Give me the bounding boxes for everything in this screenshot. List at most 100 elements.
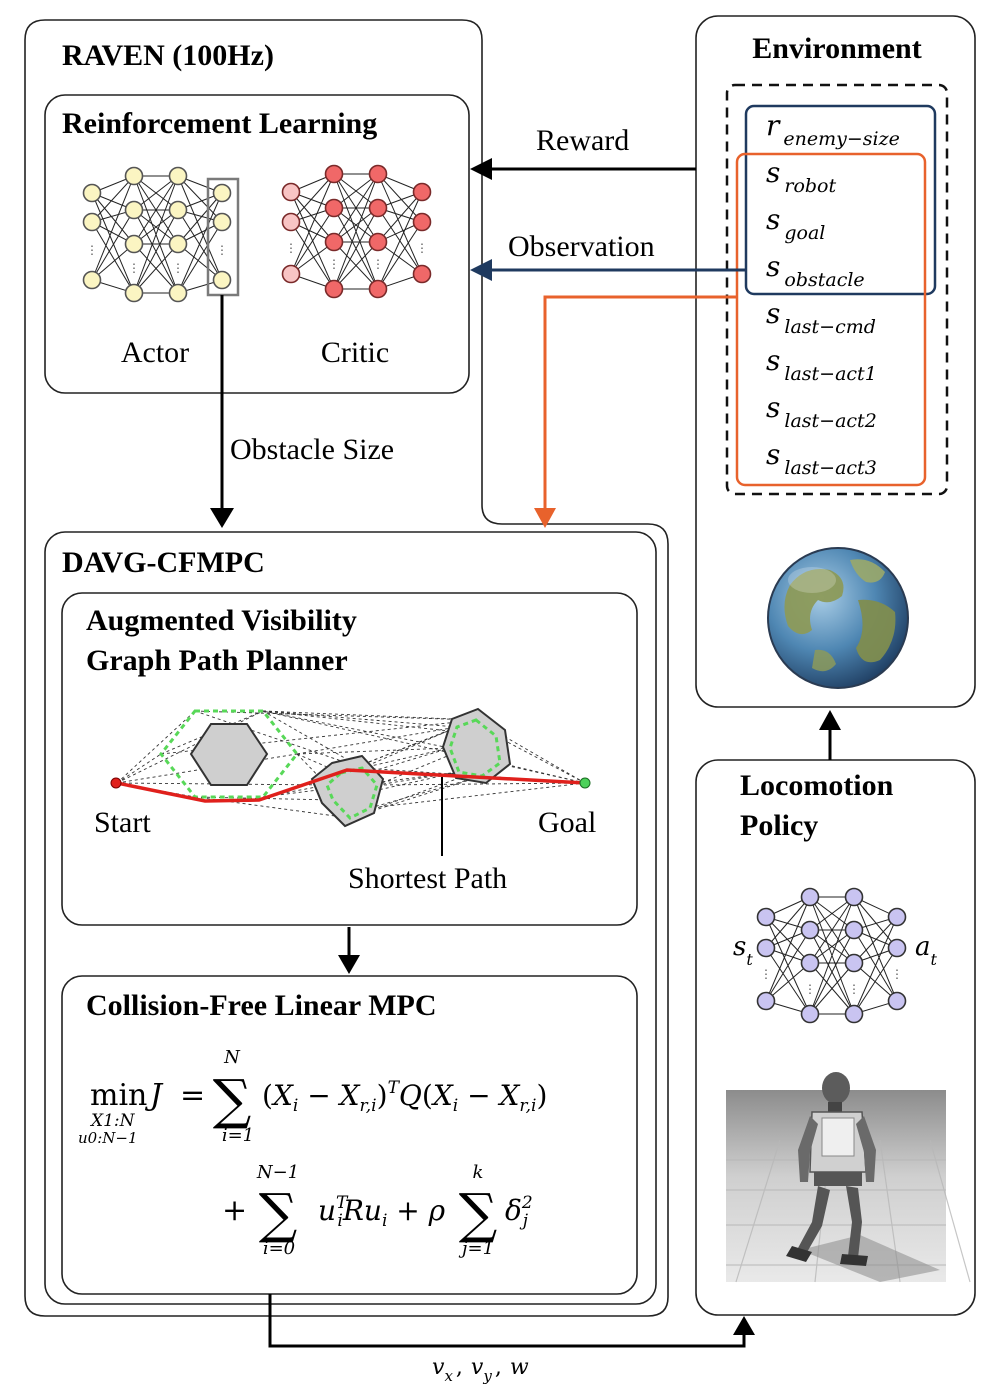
actor-edge — [91, 209, 135, 281]
actor-edge — [177, 209, 223, 281]
policy-node — [800, 1004, 820, 1024]
svg-text:∑: ∑ — [213, 1068, 252, 1131]
policy-edge — [853, 896, 898, 949]
critic-node — [281, 264, 301, 284]
actor-edge — [177, 192, 223, 294]
critic-edge — [290, 207, 335, 275]
davg-title: DAVG-CFMPC — [62, 546, 265, 579]
actor-node — [212, 183, 232, 203]
policy-edge — [809, 896, 855, 1015]
mpc-title: Collision-Free Linear MPC — [86, 989, 437, 1022]
svg-text:∑: ∑ — [459, 1182, 498, 1245]
visibility-edge — [296, 753, 328, 786]
critic-edge — [333, 173, 379, 243]
actor-edge — [177, 175, 223, 223]
goal-node — [579, 777, 591, 789]
policy-network: ⋮⋮⋮⋮ — [756, 887, 907, 1024]
policy-ellipsis: ⋮ — [760, 967, 772, 981]
policy-edge — [853, 947, 898, 1015]
mpc-sum3-top: k — [473, 1162, 484, 1183]
visibility-edge — [376, 782, 586, 786]
policy-node — [756, 938, 776, 958]
state-dashed-box — [725, 83, 949, 496]
critic-ellipsis: ⋮ — [328, 257, 340, 271]
command-arrowhead — [733, 1316, 755, 1335]
actor-node — [168, 166, 188, 186]
policy-edge — [853, 916, 898, 964]
actor-edge — [133, 209, 179, 294]
raven-title: RAVEN (100Hz) — [62, 39, 274, 72]
actor-node — [168, 200, 188, 220]
policy-edge — [765, 896, 811, 949]
mpc-sum1-bot: i=1 — [222, 1125, 254, 1146]
policy-node — [844, 887, 864, 907]
policy-ellipsis: ⋮ — [891, 967, 903, 981]
policy-edge — [765, 947, 811, 1015]
mpc-box — [61, 975, 638, 1295]
visibility-edge — [194, 710, 477, 721]
svg-text:=: = — [180, 1078, 205, 1113]
critic-edge — [290, 191, 335, 243]
policy-input-label: st — [733, 932, 753, 969]
critic-node — [412, 182, 432, 202]
svg-text:δ2j: δ2j — [505, 1193, 533, 1231]
critic-edge — [333, 241, 379, 290]
actor-edge — [133, 243, 179, 294]
policy-node — [800, 953, 820, 973]
svg-text:+: + — [222, 1193, 247, 1228]
obstacle-hull-1 — [159, 709, 299, 799]
mpc-sum2-bot: i=0 — [263, 1238, 295, 1259]
obstacle-size-arrowhead — [210, 508, 234, 528]
critic-node — [324, 198, 344, 218]
raven-container — [24, 19, 669, 1317]
environment-box — [695, 15, 976, 708]
actor-edge — [133, 175, 179, 294]
critic-node — [368, 232, 388, 252]
actor-edge — [91, 192, 135, 294]
obstacle-hull-3 — [448, 718, 502, 778]
obstacle-1 — [189, 723, 269, 786]
actor-edge — [91, 175, 135, 223]
mpc-sum3-bot: j=1 — [458, 1238, 494, 1259]
visibility-edge — [369, 775, 483, 809]
policy-node — [887, 907, 907, 927]
command-arrow — [268, 1294, 746, 1348]
policy-node — [756, 907, 776, 927]
observation-arrowhead — [470, 259, 492, 281]
locomotion-title-line1: Locomotion — [740, 769, 894, 802]
policy-edge — [765, 929, 811, 1002]
orange-state-group-box — [735, 152, 927, 487]
policy-ellipsis: ⋮ — [804, 982, 816, 996]
actor-node — [168, 234, 188, 254]
visibility-edge — [194, 796, 334, 801]
visibility-edge — [262, 710, 363, 769]
policy-edge — [765, 962, 811, 1002]
visibility-edge — [116, 753, 162, 784]
policy-node — [844, 920, 864, 940]
mpc-min: min — [90, 1078, 147, 1113]
critic-ellipsis: ⋮ — [372, 257, 384, 271]
action-arrowhead — [819, 710, 841, 730]
policy-node — [844, 953, 864, 973]
policy-node — [887, 938, 907, 958]
critic-node — [368, 164, 388, 184]
policy-node — [844, 1004, 864, 1024]
actor-ellipsis: ⋮ — [86, 243, 98, 257]
visibility-edge — [160, 719, 477, 755]
critic-node — [412, 212, 432, 232]
rl-box — [44, 94, 470, 394]
actor-node — [124, 200, 144, 220]
visibility-edge — [116, 782, 328, 786]
policy-edge — [765, 916, 811, 964]
visibility-edge — [262, 710, 458, 728]
planner-box — [61, 592, 638, 926]
visibility-edge — [262, 710, 586, 784]
critic-ellipsis: ⋮ — [416, 241, 428, 255]
critic-node — [412, 264, 432, 284]
visibility-edge — [349, 775, 483, 819]
actor-node — [82, 183, 102, 203]
